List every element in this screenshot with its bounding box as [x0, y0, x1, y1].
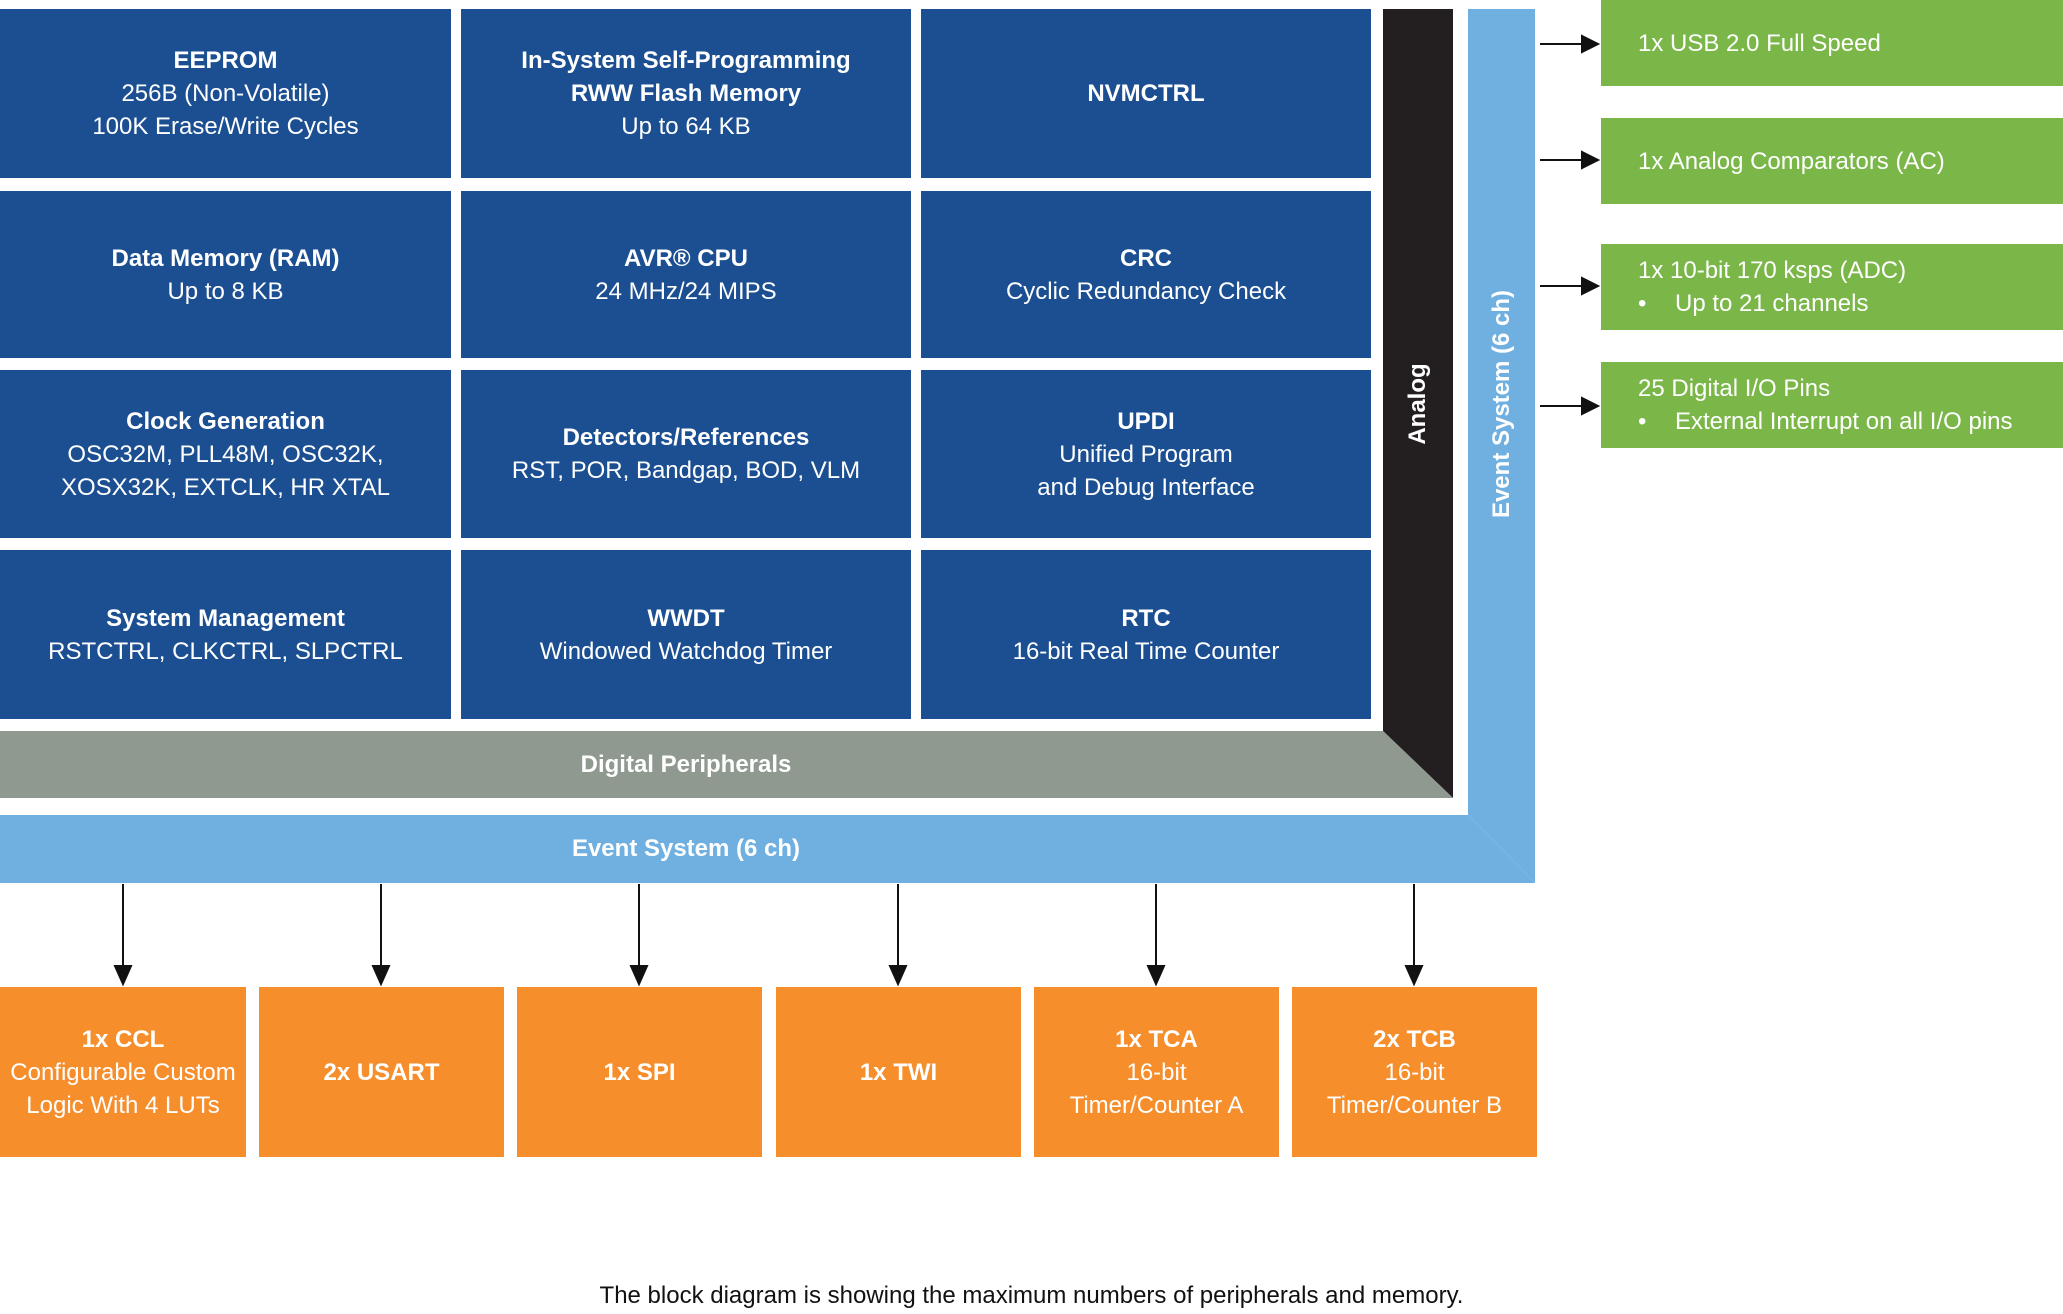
- block-title: UPDI: [1117, 407, 1175, 435]
- block-title: Data Memory (RAM): [111, 244, 340, 272]
- block-line: 256B (Non-Volatile): [121, 80, 330, 107]
- green-line: 1x USB 2.0 Full Speed: [1638, 29, 1881, 57]
- block-line: and Debug Interface: [1037, 473, 1255, 501]
- usart-block: 2x USART: [259, 987, 504, 1157]
- block-line: Logic With 4 LUTs: [26, 1091, 220, 1119]
- block-title: In-System Self-Programming: [521, 47, 851, 74]
- eeprom-block: EEPROM 256B (Non-Volatile) 100K Erase/Wr…: [0, 9, 451, 178]
- block-line: Up to 64 KB: [621, 113, 751, 140]
- block-title: AVR® CPU: [624, 244, 748, 272]
- block-line: 100K Erase/Write Cycles: [92, 113, 359, 140]
- footnote: The block diagram is showing the maximum…: [599, 1282, 1464, 1309]
- analog-label-box: Analog: [1383, 9, 1453, 799]
- bullet-text: External Interrupt on all I/O pins: [1675, 408, 2013, 435]
- peripheral-arrows: [113, 884, 1424, 987]
- block-line: RST, POR, Bandgap, BOD, VLM: [511, 457, 861, 484]
- block-line: Up to 8 KB: [167, 277, 284, 305]
- block-title: Clock Generation: [126, 407, 325, 435]
- digital-io-block: 25 Digital I/O Pins • External Interrupt …: [1601, 362, 2063, 448]
- detectors-block: Detectors/References RST, POR, Bandgap, …: [461, 370, 911, 538]
- event-system-label: Event System (6 ch): [571, 835, 801, 862]
- nvmctrl-block: NVMCTRL: [921, 9, 1371, 178]
- block-title: CRC: [1120, 244, 1172, 272]
- block-title: Detectors/References: [562, 424, 810, 451]
- block-title: 1x SPI: [603, 1058, 676, 1086]
- block-title: System Management: [106, 604, 345, 632]
- block-line: XOSX32K, EXTCLK, HR XTAL: [60, 473, 390, 501]
- block-title: WWDT: [647, 604, 725, 632]
- adc-block: 1x 10-bit 170 ksps (ADC) • Up to 21 chann…: [1601, 244, 2063, 330]
- analog-label: Analog: [1404, 363, 1431, 445]
- analog-comparator-block: 1x Analog Comparators (AC): [1601, 118, 2063, 204]
- block-line: Configurable Custom: [10, 1058, 236, 1086]
- event-system-vertical-bar: [1468, 9, 1535, 883]
- block-title-2: RWW Flash Memory: [570, 80, 802, 107]
- clock-generation-block: Clock Generation OSC32M, PLL48M, OSC32K,…: [0, 370, 451, 538]
- wwdt-block: WWDT Windowed Watchdog Timer: [461, 550, 911, 719]
- external-arrows: [1540, 34, 1601, 416]
- spi-block: 1x SPI: [517, 987, 762, 1157]
- digital-peripherals-bar: [0, 731, 1453, 798]
- block-title: 1x CCL: [81, 1025, 165, 1053]
- crc-block: CRC Cyclic Redundancy Check: [921, 191, 1371, 358]
- block-line: 24 MHz/24 MIPS: [595, 277, 777, 305]
- block-line: 16-bit: [1126, 1058, 1187, 1086]
- green-line: 25 Digital I/O Pins: [1638, 375, 1831, 402]
- event-system-horizontal-bar: [0, 815, 1535, 883]
- event-system-vertical-label-box: Event System (6 ch): [1468, 9, 1535, 799]
- tca-block: 1x TCA 16-bit Timer/Counter A: [1034, 987, 1279, 1157]
- event-system-vertical-label: Event System (6 ch): [1487, 289, 1515, 519]
- block-line: 16-bit Real Time Counter: [1012, 637, 1280, 665]
- digital-peripherals-label: Digital Peripherals: [580, 750, 792, 778]
- bullet-item: • Up to 21 channels: [1638, 287, 2063, 320]
- block-title: NVMCTRL: [1087, 80, 1205, 107]
- block-title: EEPROM: [173, 47, 278, 74]
- block-line: Timer/Counter B: [1326, 1091, 1503, 1119]
- green-line: 1x Analog Comparators (AC): [1638, 147, 1945, 175]
- system-management-block: System Management RSTCTRL, CLKCTRL, SLPC…: [0, 550, 451, 719]
- bullet-item: • External Interrupt on all I/O pins: [1638, 405, 2063, 438]
- bullet-dot: •: [1638, 408, 1647, 435]
- usb-block: 1x USB 2.0 Full Speed: [1601, 0, 2063, 86]
- analog-bar: [1383, 9, 1453, 798]
- rtc-block: RTC 16-bit Real Time Counter: [921, 550, 1371, 719]
- block-title: 1x TWI: [859, 1058, 938, 1086]
- updi-block: UPDI Unified Program and Debug Interface: [921, 370, 1371, 538]
- tcb-block: 2x TCB 16-bit Timer/Counter B: [1292, 987, 1537, 1157]
- ram-block: Data Memory (RAM) Up to 8 KB: [0, 191, 451, 358]
- block-line: RSTCTRL, CLKCTRL, SLPCTRL: [48, 637, 403, 665]
- twi-block: 1x TWI: [776, 987, 1021, 1157]
- block-title: 2x TCB: [1373, 1025, 1456, 1053]
- bullet-text: Up to 21 channels: [1675, 290, 1869, 317]
- block-line: 16-bit: [1384, 1058, 1445, 1086]
- block-title: RTC: [1121, 604, 1171, 632]
- block-line: Windowed Watchdog Timer: [539, 637, 833, 665]
- green-line: 1x 10-bit 170 ksps (ADC): [1638, 257, 1907, 284]
- bullet-dot: •: [1638, 290, 1647, 317]
- block-title: 1x TCA: [1115, 1025, 1198, 1053]
- block-line: OSC32M, PLL48M, OSC32K,: [67, 440, 384, 468]
- cpu-block: AVR® CPU 24 MHz/24 MIPS: [461, 191, 911, 358]
- block-title: 2x USART: [323, 1058, 440, 1086]
- block-line: Timer/Counter A: [1069, 1091, 1244, 1119]
- ccl-block: 1x CCL Configurable Custom Logic With 4 …: [0, 987, 246, 1157]
- flash-memory-block: In-System Self-Programming RWW Flash Mem…: [461, 9, 911, 178]
- block-line: Cyclic Redundancy Check: [1005, 277, 1287, 305]
- block-line: Unified Program: [1059, 440, 1233, 468]
